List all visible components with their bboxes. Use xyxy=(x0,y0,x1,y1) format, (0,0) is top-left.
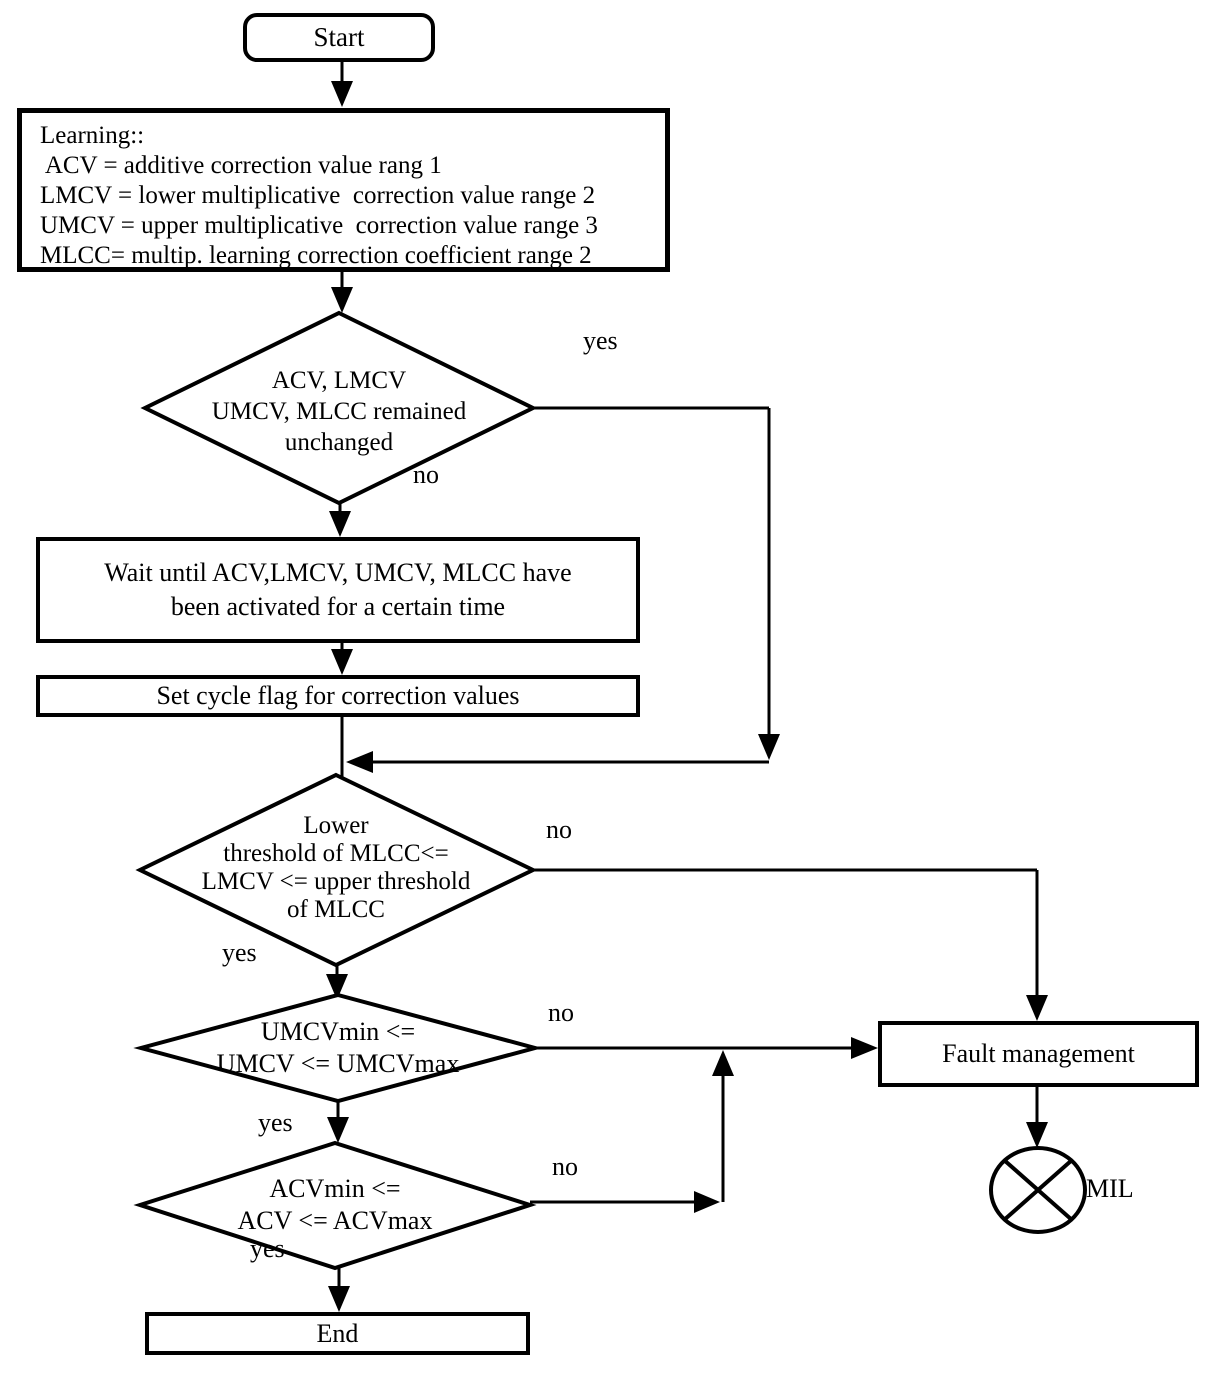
decision4-text: ACVmin <= ACV <= ACVmax xyxy=(185,1173,485,1237)
edge-label-d1-no: no xyxy=(413,460,439,489)
decision1-line-2: UMCV, MLCC remained xyxy=(211,398,467,425)
wait-line-1: Wait until ACV,LMCV, UMCV, MLCC have xyxy=(104,558,572,587)
arrowhead-into-mil xyxy=(1026,1122,1048,1148)
decision4-line-1: ACVmin <= xyxy=(269,1174,401,1203)
arrowhead-riser-up xyxy=(712,1050,734,1076)
end-label: End xyxy=(316,1318,359,1348)
fault-management-label: Fault management xyxy=(942,1039,1135,1068)
arrowhead-into-decision4 xyxy=(327,1117,349,1143)
edge-label-d3-yes: yes xyxy=(258,1108,293,1137)
edge-label-d4-yes: yes xyxy=(250,1234,285,1263)
arrowhead-merge-left xyxy=(346,751,373,773)
decision4-diamond xyxy=(133,1140,537,1271)
decision2-line-1: Lower xyxy=(303,812,369,839)
edge-label-d3-no: no xyxy=(548,998,574,1027)
arrowhead-into-end xyxy=(328,1286,350,1312)
arrowhead-d4-no-right xyxy=(694,1191,720,1213)
mil-x-line-2 xyxy=(1002,1158,1074,1222)
arrowhead-into-fault-left xyxy=(851,1037,878,1059)
arrowhead-into-fault-top xyxy=(1026,995,1048,1021)
decision3-text: UMCVmin <= UMCV <= UMCVmax xyxy=(188,1016,488,1080)
edge-label-d4-no: no xyxy=(552,1152,578,1181)
decision3-line-2: UMCV <= UMCVmax xyxy=(216,1049,460,1078)
mil-lamp-circle xyxy=(989,1146,1087,1234)
decision1-text: ACV, LMCV UMCV, MLCC remained unchanged xyxy=(189,365,489,458)
learning-box: Learning:: ACV = additive correction val… xyxy=(17,108,670,272)
start-label: Start xyxy=(313,22,365,52)
arrowhead-yes-branch-down xyxy=(758,734,780,760)
decision2-line-2: threshold of MLCC<= xyxy=(223,840,449,867)
end-node: End xyxy=(145,1312,530,1355)
decision4-line-2: ACV <= ACVmax xyxy=(237,1206,433,1235)
arrowhead-into-decision1 xyxy=(331,287,353,313)
edge-label-d1-yes: yes xyxy=(583,326,618,355)
mil-label: MIL xyxy=(1086,1174,1134,1203)
fault-management-box: Fault management xyxy=(878,1021,1199,1087)
arrowhead-into-learning xyxy=(331,81,353,107)
decision3-line-1: UMCVmin <= xyxy=(260,1017,416,1046)
arrowhead-into-decision3 xyxy=(326,974,348,1000)
learning-line-2: ACV = additive correction value rang 1 xyxy=(40,152,442,179)
set-cycle-flag-label: Set cycle flag for correction values xyxy=(156,681,520,710)
learning-line-4: UMCV = upper multiplicative correction v… xyxy=(40,212,598,239)
edge-label-d2-yes: yes xyxy=(222,938,257,967)
wait-box: Wait until ACV,LMCV, UMCV, MLCC have bee… xyxy=(36,537,640,643)
wait-line-2: been activated for a certain time xyxy=(170,592,506,621)
decision3-diamond xyxy=(133,992,543,1104)
decision1-diamond xyxy=(140,310,538,506)
set-cycle-flag-box: Set cycle flag for correction values xyxy=(36,675,640,717)
decision2-line-4: of MLCC xyxy=(287,896,385,923)
arrowhead-into-setflag xyxy=(331,649,353,675)
learning-line-1: Learning:: xyxy=(40,122,145,149)
decision1-line-3: unchanged xyxy=(284,429,394,456)
decision2-diamond xyxy=(135,772,538,968)
edge-label-d2-no: no xyxy=(546,815,572,844)
learning-line-5: MLCC= multip. learning correction coeffi… xyxy=(40,242,592,269)
decision1-line-1: ACV, LMCV xyxy=(271,367,407,394)
decision2-text: Lower threshold of MLCC<= LMCV <= upper … xyxy=(186,812,486,924)
start-node: Start xyxy=(243,13,435,62)
decision2-line-3: LMCV <= upper threshold xyxy=(201,868,471,895)
arrowhead-into-wait xyxy=(329,511,351,537)
learning-line-3: LMCV = lower multiplicative correction v… xyxy=(40,182,596,209)
